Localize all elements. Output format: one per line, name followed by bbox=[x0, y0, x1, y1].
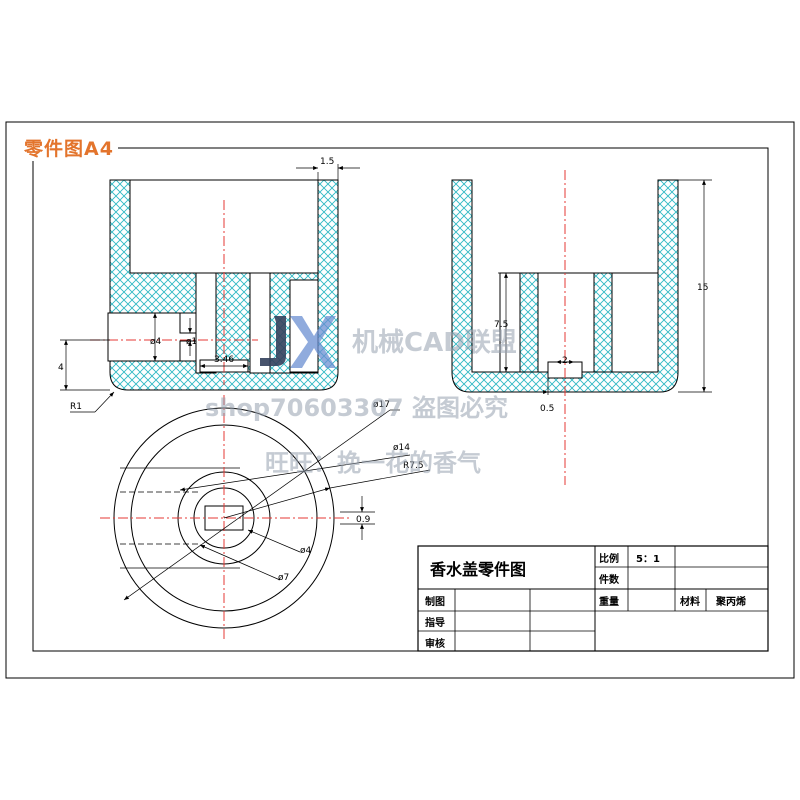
dim-fillet: R1 bbox=[70, 402, 82, 412]
outer-border bbox=[5, 121, 795, 679]
dim-pin-dia: ø1 bbox=[186, 337, 197, 347]
dim-inner-dia: ø14 bbox=[393, 443, 410, 453]
dim-mid-dia: ø7 bbox=[278, 573, 289, 583]
left-section-view: 1.5 ø4 ø1 3.46 4 R1 bbox=[58, 157, 360, 413]
dim-slot-width: 3.46 bbox=[214, 355, 234, 365]
part-name: 香水盖零件图 bbox=[430, 560, 527, 579]
dim-wall: 1.5 bbox=[320, 157, 334, 167]
dim-radius: R7.5 bbox=[403, 461, 424, 471]
dim-outer-dia: ø17 bbox=[373, 400, 390, 410]
drawn-label: 制图 bbox=[425, 597, 445, 608]
guide-label: 指导 bbox=[425, 618, 445, 629]
inner-frame bbox=[32, 147, 769, 652]
scale-label: 比例 bbox=[599, 554, 619, 565]
count-label: 件数 bbox=[599, 575, 619, 586]
right-section-view: 15 7.5 2 0.5 bbox=[451, 170, 712, 485]
top-view: ø17 ø14 R7.5 0.9 ø4 ø7 bbox=[100, 395, 431, 640]
dim-left-height: 4 bbox=[58, 363, 64, 373]
dim-bottom-gap: 0.5 bbox=[540, 404, 554, 414]
dim-hole-dia: ø4 bbox=[150, 337, 162, 347]
dim-post-height: 7.5 bbox=[494, 320, 508, 330]
brand-logo-icon bbox=[260, 316, 336, 368]
review-label: 审核 bbox=[425, 639, 445, 650]
material-value: 聚丙烯 bbox=[716, 597, 746, 608]
material-label: 材料 bbox=[680, 597, 700, 608]
weight-label: 重量 bbox=[599, 597, 619, 608]
title-block bbox=[417, 545, 769, 652]
dim-offset: 0.9 bbox=[356, 515, 371, 525]
dim-post-gap: 2 bbox=[562, 356, 568, 366]
dim-height: 15 bbox=[697, 283, 708, 293]
scale-value: 5：1 bbox=[636, 554, 660, 565]
dim-small-dia: ø4 bbox=[300, 546, 312, 556]
sheet-title: 零件图A4 bbox=[20, 134, 118, 161]
